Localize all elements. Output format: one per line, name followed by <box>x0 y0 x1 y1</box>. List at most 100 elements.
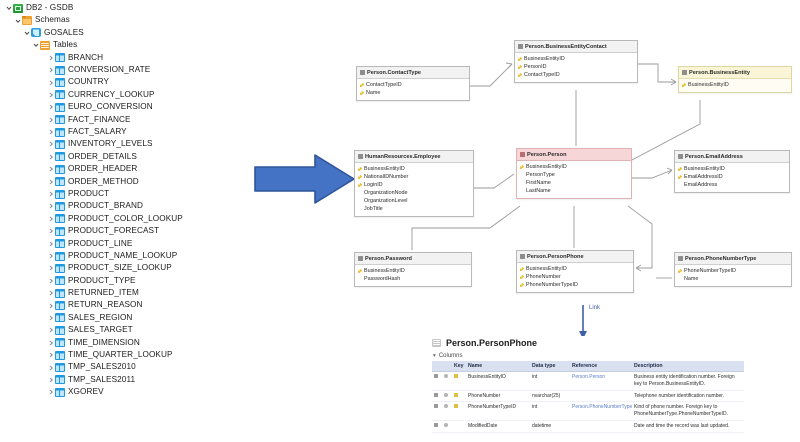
tree-item-schema-gosales[interactable]: GOSALES <box>0 27 246 39</box>
primary-key-icon <box>358 183 362 187</box>
tree-item-table[interactable]: RETURNED_ITEM <box>0 287 246 299</box>
chevron-right-icon[interactable] <box>46 117 55 123</box>
chevron-right-icon[interactable] <box>46 265 55 271</box>
tree-item-table[interactable]: CONVERSION_RATE <box>0 64 246 76</box>
chevron-right-icon[interactable] <box>46 80 55 86</box>
tree-item-table[interactable]: BRANCH <box>0 52 246 64</box>
database-explorer-tree[interactable]: DB2 - GSDB Schemas GOSALES Tables BRANCH… <box>0 0 246 442</box>
chevron-right-icon[interactable] <box>46 129 55 135</box>
chevron-right-icon[interactable] <box>46 352 55 358</box>
chevron-right-icon[interactable] <box>46 67 55 73</box>
chevron-right-icon[interactable] <box>46 92 55 98</box>
tree-item-table[interactable]: PRODUCT_TYPE <box>0 275 246 287</box>
tree-label-table: PRODUCT_COLOR_LOOKUP <box>68 213 183 223</box>
tree-item-table[interactable]: PRODUCT_LINE <box>0 237 246 249</box>
tree-item-table[interactable]: TIME_QUARTER_LOOKUP <box>0 349 246 361</box>
nullable-icon <box>444 374 448 378</box>
row-reference[interactable]: Person.PhoneNumberType <box>570 401 633 421</box>
tree-item-database[interactable]: DB2 - GSDB <box>0 2 246 14</box>
chevron-right-icon[interactable] <box>46 154 55 160</box>
chevron-right-icon[interactable] <box>46 104 55 110</box>
tree-item-table[interactable]: TIME_DIMENSION <box>0 337 246 349</box>
tree-item-table[interactable]: XGOREV <box>0 386 246 398</box>
row-marker-icon <box>432 420 442 433</box>
chevron-right-icon[interactable] <box>46 365 55 371</box>
chevron-right-icon[interactable] <box>46 166 55 172</box>
tree-item-table[interactable]: PRODUCT_BRAND <box>0 200 246 212</box>
row-column-name: PhoneNumberTypeID <box>466 401 530 421</box>
reference-link[interactable]: Person.PhoneNumberType <box>572 404 633 411</box>
tree-item-table[interactable]: CURRENCY_LOOKUP <box>0 89 246 101</box>
tree-item-table[interactable]: TMP_SALES2011 <box>0 374 246 386</box>
chevron-right-icon[interactable] <box>46 315 55 321</box>
tree-item-table[interactable]: RETURN_REASON <box>0 299 246 311</box>
table-icon <box>520 152 525 157</box>
entity-attribute: BusinessEntityID <box>678 165 786 173</box>
chevron-right-icon[interactable] <box>46 377 55 383</box>
chevron-right-icon[interactable] <box>46 303 55 309</box>
tree-item-table[interactable]: ORDER_METHOD <box>0 175 246 187</box>
tree-item-table[interactable]: FACT_FINANCE <box>0 114 246 126</box>
chevron-right-icon[interactable] <box>46 389 55 395</box>
tree-item-table[interactable]: PRODUCT_FORECAST <box>0 225 246 237</box>
tree-item-table[interactable]: PRODUCT_NAME_LOOKUP <box>0 250 246 262</box>
tree-item-table[interactable]: ORDER_DETAILS <box>0 151 246 163</box>
column-icon <box>434 404 438 409</box>
tree-item-table[interactable]: SALES_TARGET <box>0 324 246 336</box>
chevron-down-icon[interactable] <box>31 42 40 48</box>
chevron-down-icon[interactable] <box>22 30 31 36</box>
chevron-right-icon[interactable] <box>46 228 55 234</box>
tree-label-table: TIME_DIMENSION <box>68 337 140 347</box>
reference-link[interactable]: Person.Person <box>572 374 606 380</box>
column-icon <box>434 422 438 427</box>
columns-section-header[interactable]: ▾ Columns <box>432 350 744 361</box>
tree-item-table[interactable]: SALES_REGION <box>0 312 246 324</box>
chevron-right-icon[interactable] <box>46 290 55 296</box>
chevron-right-icon[interactable] <box>46 340 55 346</box>
chevron-down-icon[interactable] <box>13 18 22 24</box>
chevron-right-icon[interactable] <box>46 203 55 209</box>
columns-table[interactable]: Key Name Data type Reference Description… <box>432 361 744 433</box>
chevron-right-icon[interactable] <box>46 278 55 284</box>
chevron-down-icon[interactable]: ▾ <box>433 352 436 359</box>
tree-item-table[interactable]: COUNTRY <box>0 76 246 88</box>
chevron-right-icon[interactable] <box>46 327 55 333</box>
table-icon <box>55 115 65 125</box>
table-icon <box>55 127 65 137</box>
chevron-down-icon[interactable] <box>4 5 13 11</box>
table-details-panel[interactable]: Person.PersonPhone ▾ Columns Key Name Da… <box>432 336 744 442</box>
chevron-right-icon[interactable] <box>46 55 55 61</box>
chevron-right-icon[interactable] <box>46 191 55 197</box>
tree-item-table[interactable]: PRODUCT <box>0 188 246 200</box>
row-reference[interactable]: Person.Person <box>570 371 632 391</box>
tree-item-table[interactable]: FACT_SALARY <box>0 126 246 138</box>
chevron-right-icon[interactable] <box>46 253 55 259</box>
chevron-right-icon[interactable] <box>46 141 55 147</box>
tree-item-table[interactable]: EURO_CONVERSION <box>0 101 246 113</box>
attribute-name: LoginID <box>364 182 383 188</box>
tree-item-tables-folder[interactable]: Tables <box>0 39 246 51</box>
tree-item-table[interactable]: INVENTORY_LEVELS <box>0 138 246 150</box>
chevron-right-icon[interactable] <box>46 216 55 222</box>
tree-item-table[interactable]: PRODUCT_COLOR_LOOKUP <box>0 213 246 225</box>
tree-item-table[interactable]: PRODUCT_SIZE_LOOKUP <box>0 262 246 274</box>
tree-item-schemas[interactable]: Schemas <box>0 14 246 26</box>
tree-item-table[interactable]: ORDER_HEADER <box>0 163 246 175</box>
tree-item-table[interactable]: TMP_SALES2010 <box>0 361 246 373</box>
chevron-right-icon[interactable] <box>46 241 55 247</box>
chevron-right-icon[interactable] <box>46 179 55 185</box>
